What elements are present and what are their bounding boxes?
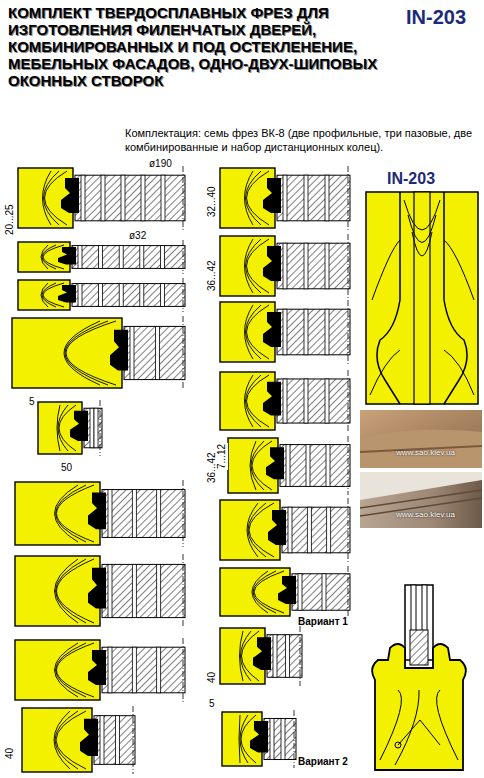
watermark: www.sao.kiev.ua bbox=[396, 510, 455, 519]
dimension: 32...40 bbox=[206, 185, 218, 218]
dimension: 20...25 bbox=[4, 203, 16, 236]
window-sash-section bbox=[372, 585, 466, 770]
product-code: IN-203 bbox=[387, 170, 435, 188]
dimension: 5 bbox=[208, 698, 216, 710]
dimension: 7...12 bbox=[216, 443, 228, 470]
dimension: ø32 bbox=[128, 230, 147, 242]
kit-note: Комплектация: семь фрез ВК-8 (две профил… bbox=[125, 126, 483, 154]
watermark: www.sao.kiev.ua bbox=[396, 448, 455, 457]
dimension: 40 bbox=[206, 671, 218, 684]
dimension: 40 bbox=[4, 747, 16, 760]
dimension: 50 bbox=[60, 462, 73, 474]
variant-label: Вариант 2 bbox=[298, 756, 348, 768]
cutter-drawings bbox=[12, 166, 350, 774]
frame-section bbox=[366, 192, 478, 404]
product-photos bbox=[360, 410, 482, 528]
dimension: 36...42 bbox=[206, 259, 218, 292]
dimension: 5 bbox=[28, 396, 36, 408]
product-code: IN-203 bbox=[406, 6, 466, 29]
variant-label: Вариант 1 bbox=[298, 616, 348, 628]
dimension: ø190 bbox=[148, 158, 173, 170]
title: КОМПЛЕКТ ТВЕРДОСПЛАВНЫХ ФРЕЗ ДЛЯ ИЗГОТОВ… bbox=[8, 4, 393, 89]
